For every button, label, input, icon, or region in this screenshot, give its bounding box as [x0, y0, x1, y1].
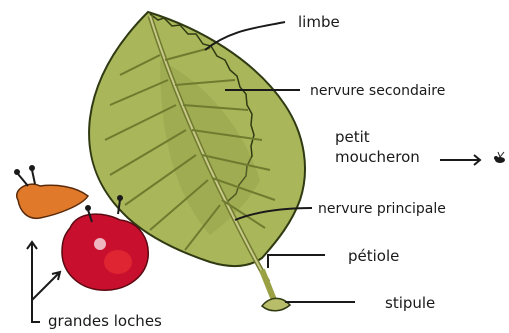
label-nervure-secondaire: nervure secondaire — [310, 83, 445, 99]
red-slug — [62, 214, 148, 290]
label-moucheron: moucheron — [335, 148, 420, 166]
label-petiole: pétiole — [348, 247, 399, 265]
moucheron-arrow — [440, 155, 480, 165]
label-petit: petit — [335, 128, 370, 146]
petiole-leader — [268, 255, 325, 268]
label-nervure-principale: nervure principale — [318, 201, 446, 217]
label-limbe: limbe — [298, 13, 340, 31]
slug-arrows — [27, 242, 60, 322]
stipule — [262, 298, 290, 310]
label-stipule: stipule — [385, 294, 435, 312]
label-grandes-loches: grandes loches — [48, 312, 162, 330]
gnat — [494, 152, 505, 163]
orange-slug — [17, 184, 88, 218]
